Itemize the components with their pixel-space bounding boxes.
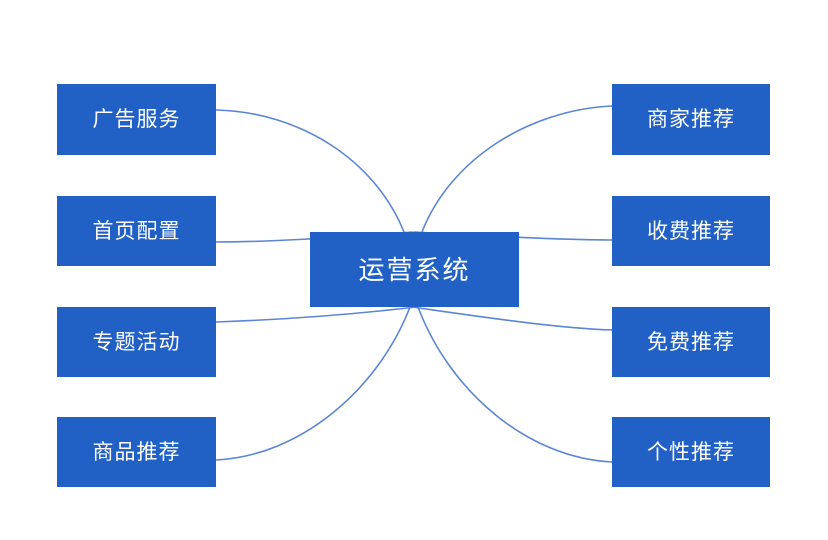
connector-4: [215, 306, 411, 461]
node-left-4[interactable]: 商品推荐: [57, 417, 216, 487]
node-left-2-label: 首页配置: [92, 219, 181, 243]
connector-5: [421, 105, 613, 233]
connector-7: [411, 306, 613, 331]
node-right-1[interactable]: 商家推荐: [612, 84, 770, 155]
node-left-4-label: 商品推荐: [92, 440, 181, 464]
node-left-3[interactable]: 专题活动: [57, 307, 216, 377]
node-right-2[interactable]: 收费推荐: [612, 196, 770, 266]
node-right-3[interactable]: 免费推荐: [612, 307, 770, 377]
connector-8: [417, 306, 613, 463]
connector-1: [215, 109, 405, 233]
node-left-1-label: 广告服务: [92, 108, 181, 131]
center-node-operations-system[interactable]: 运营系统: [310, 232, 519, 307]
node-left-1[interactable]: 广告服务: [57, 84, 216, 155]
center-node-label: 运营系统: [358, 254, 471, 285]
node-right-4[interactable]: 个性推荐: [612, 417, 770, 487]
node-right-1-label: 商家推荐: [647, 108, 735, 131]
node-right-3-label: 免费推荐: [647, 330, 735, 354]
node-right-4-label: 个性推荐: [647, 440, 735, 464]
node-right-2-label: 收费推荐: [647, 219, 735, 243]
node-left-3-label: 专题活动: [92, 330, 181, 354]
connector-3: [215, 306, 417, 323]
node-left-2[interactable]: 首页配置: [57, 196, 216, 266]
